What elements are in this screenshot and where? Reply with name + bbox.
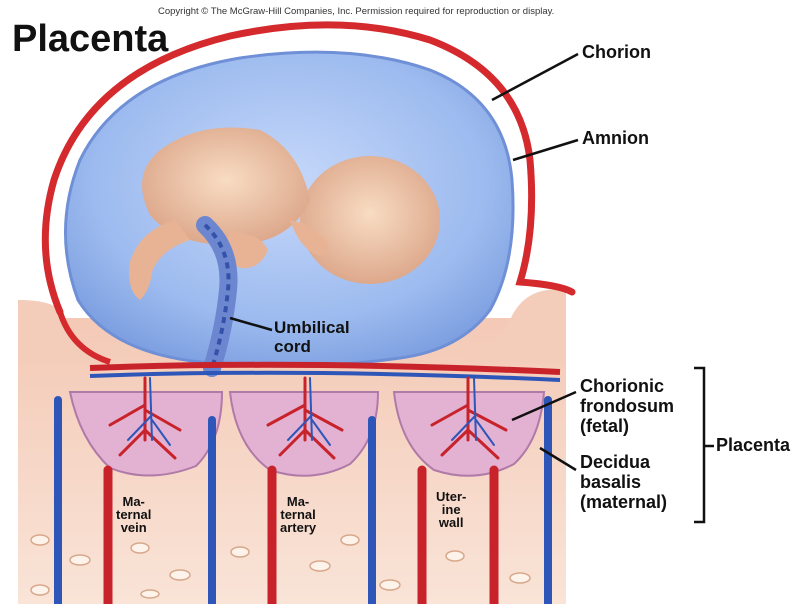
label-maternal-artery: Ma- ternal artery	[280, 495, 316, 534]
placenta-bracket	[694, 368, 714, 522]
label-umbilical-cord: Umbilical cord	[274, 318, 350, 356]
chorion-leader	[492, 54, 578, 100]
amnion-leader	[513, 140, 578, 160]
label-uterine-wall: Uter- ine wall	[436, 490, 466, 529]
label-chorionic-frondosum: Chorionic frondosum (fetal)	[580, 376, 674, 436]
copyright-notice: Copyright © The McGraw-Hill Companies, I…	[158, 6, 554, 17]
label-placenta: Placenta	[716, 435, 790, 455]
label-decidua-basalis: Decidua basalis (maternal)	[580, 452, 667, 512]
label-maternal-vein: Ma- ternal vein	[116, 495, 151, 534]
label-chorion: Chorion	[582, 42, 651, 62]
label-amnion: Amnion	[582, 128, 649, 148]
page-title: Placenta	[12, 18, 168, 61]
